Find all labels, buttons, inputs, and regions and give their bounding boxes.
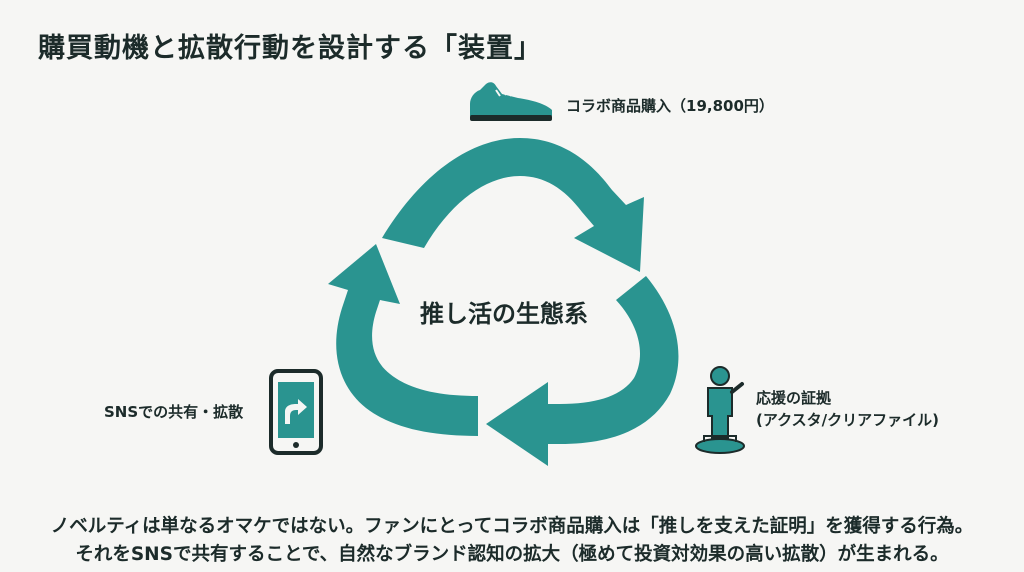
page-title: 購買動機と拡散行動を設計する「装置」	[38, 33, 542, 64]
cycle-arrow-purchase-to-support	[382, 138, 644, 272]
footer-line-2: それをSNSで共有することで、自然なブランド認知の拡大（極めて投資対効果の高い拡…	[75, 544, 949, 565]
node-label-sns: SNSでの共有・拡散	[104, 403, 244, 421]
cycle-arrow-support-to-sns	[486, 276, 679, 466]
cycle-center-label: 推し活の生態系	[420, 300, 588, 328]
node-label-support: 応援の証拠 (アクスタ/クリアファイル)	[756, 387, 939, 431]
sneaker-icon	[466, 78, 556, 128]
acrylic-stand-figure-icon	[692, 362, 750, 462]
cycle-arrow-sns-to-purchase	[328, 244, 478, 436]
footer-line-1: ノベルティは単なるオマケではない。ファンにとってコラボ商品購入は「推しを支えた証…	[50, 516, 974, 537]
smartphone-share-icon	[268, 368, 324, 460]
node-label-support-line1: 応援の証拠	[756, 389, 832, 407]
node-label-support-line2: (アクスタ/クリアファイル)	[756, 411, 939, 429]
node-label-purchase: コラボ商品購入（19,800円）	[566, 97, 774, 115]
